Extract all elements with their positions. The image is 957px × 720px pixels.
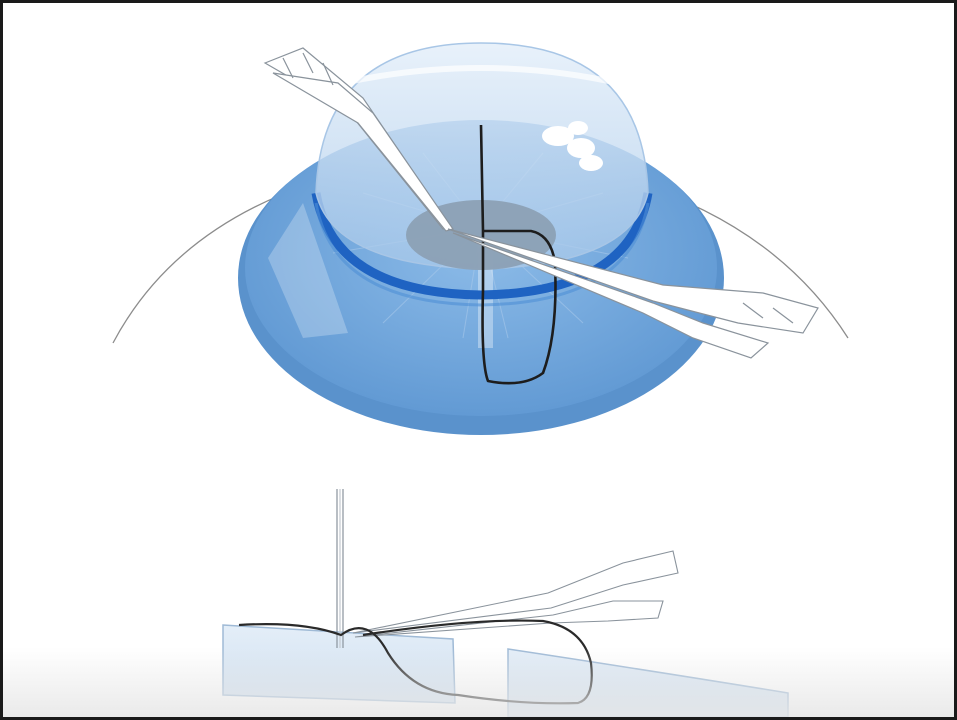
cross-section bbox=[223, 625, 788, 717]
needle-icon bbox=[337, 489, 343, 648]
forceps-icon bbox=[353, 551, 678, 637]
corneal-suture-diagram bbox=[3, 3, 954, 717]
